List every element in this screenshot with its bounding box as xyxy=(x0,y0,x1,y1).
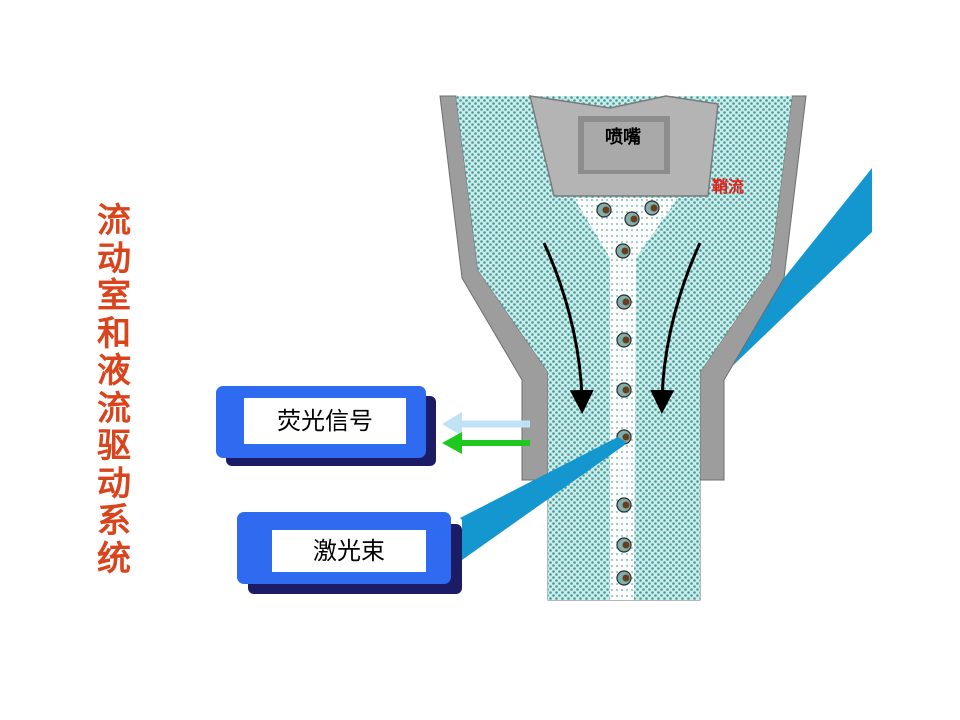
title-char: 和 xyxy=(97,313,131,354)
right-flow-arrow xyxy=(650,242,702,414)
laser-beam-box: 激光束 xyxy=(237,512,462,594)
cell xyxy=(616,382,632,398)
cell xyxy=(624,211,640,227)
cell xyxy=(616,570,632,586)
cell xyxy=(616,294,632,310)
sheath-flow-label: 鞘流 xyxy=(712,177,744,196)
fluorescence-signal-box: 荧光信号 xyxy=(216,386,436,466)
cell xyxy=(644,200,660,216)
title-char: 动 xyxy=(97,238,131,279)
cell xyxy=(616,497,632,513)
laser-beam-lower-fan xyxy=(462,440,626,560)
cell xyxy=(616,537,632,553)
cell xyxy=(616,332,632,348)
title-char: 驱 xyxy=(97,426,131,466)
title-char: 系 xyxy=(97,501,131,541)
fluorescence-arrows xyxy=(442,412,530,454)
title-char: 动 xyxy=(97,463,131,504)
laser-beam-label: 激光束 xyxy=(313,537,385,565)
light-blue-arrow-head xyxy=(442,412,462,436)
cell xyxy=(615,243,631,259)
title-char: 室 xyxy=(97,276,131,316)
sample-stream xyxy=(574,198,678,600)
title-char: 液 xyxy=(97,351,131,391)
green-arrow-head xyxy=(442,432,462,454)
nozzle-label: 喷嘴 xyxy=(605,127,641,148)
left-flow-arrow xyxy=(542,242,594,414)
title-char: 流 xyxy=(97,388,131,429)
cell-particles xyxy=(596,200,660,586)
title-char: 统 xyxy=(97,538,131,579)
nozzle-inner xyxy=(584,122,664,170)
cell xyxy=(596,202,612,218)
title-char: 流 xyxy=(97,201,131,241)
vertical-title: 流 动 室 和 液 流 驱 动 系 统 xyxy=(92,201,136,579)
fluorescence-signal-label: 荧光信号 xyxy=(277,407,373,435)
